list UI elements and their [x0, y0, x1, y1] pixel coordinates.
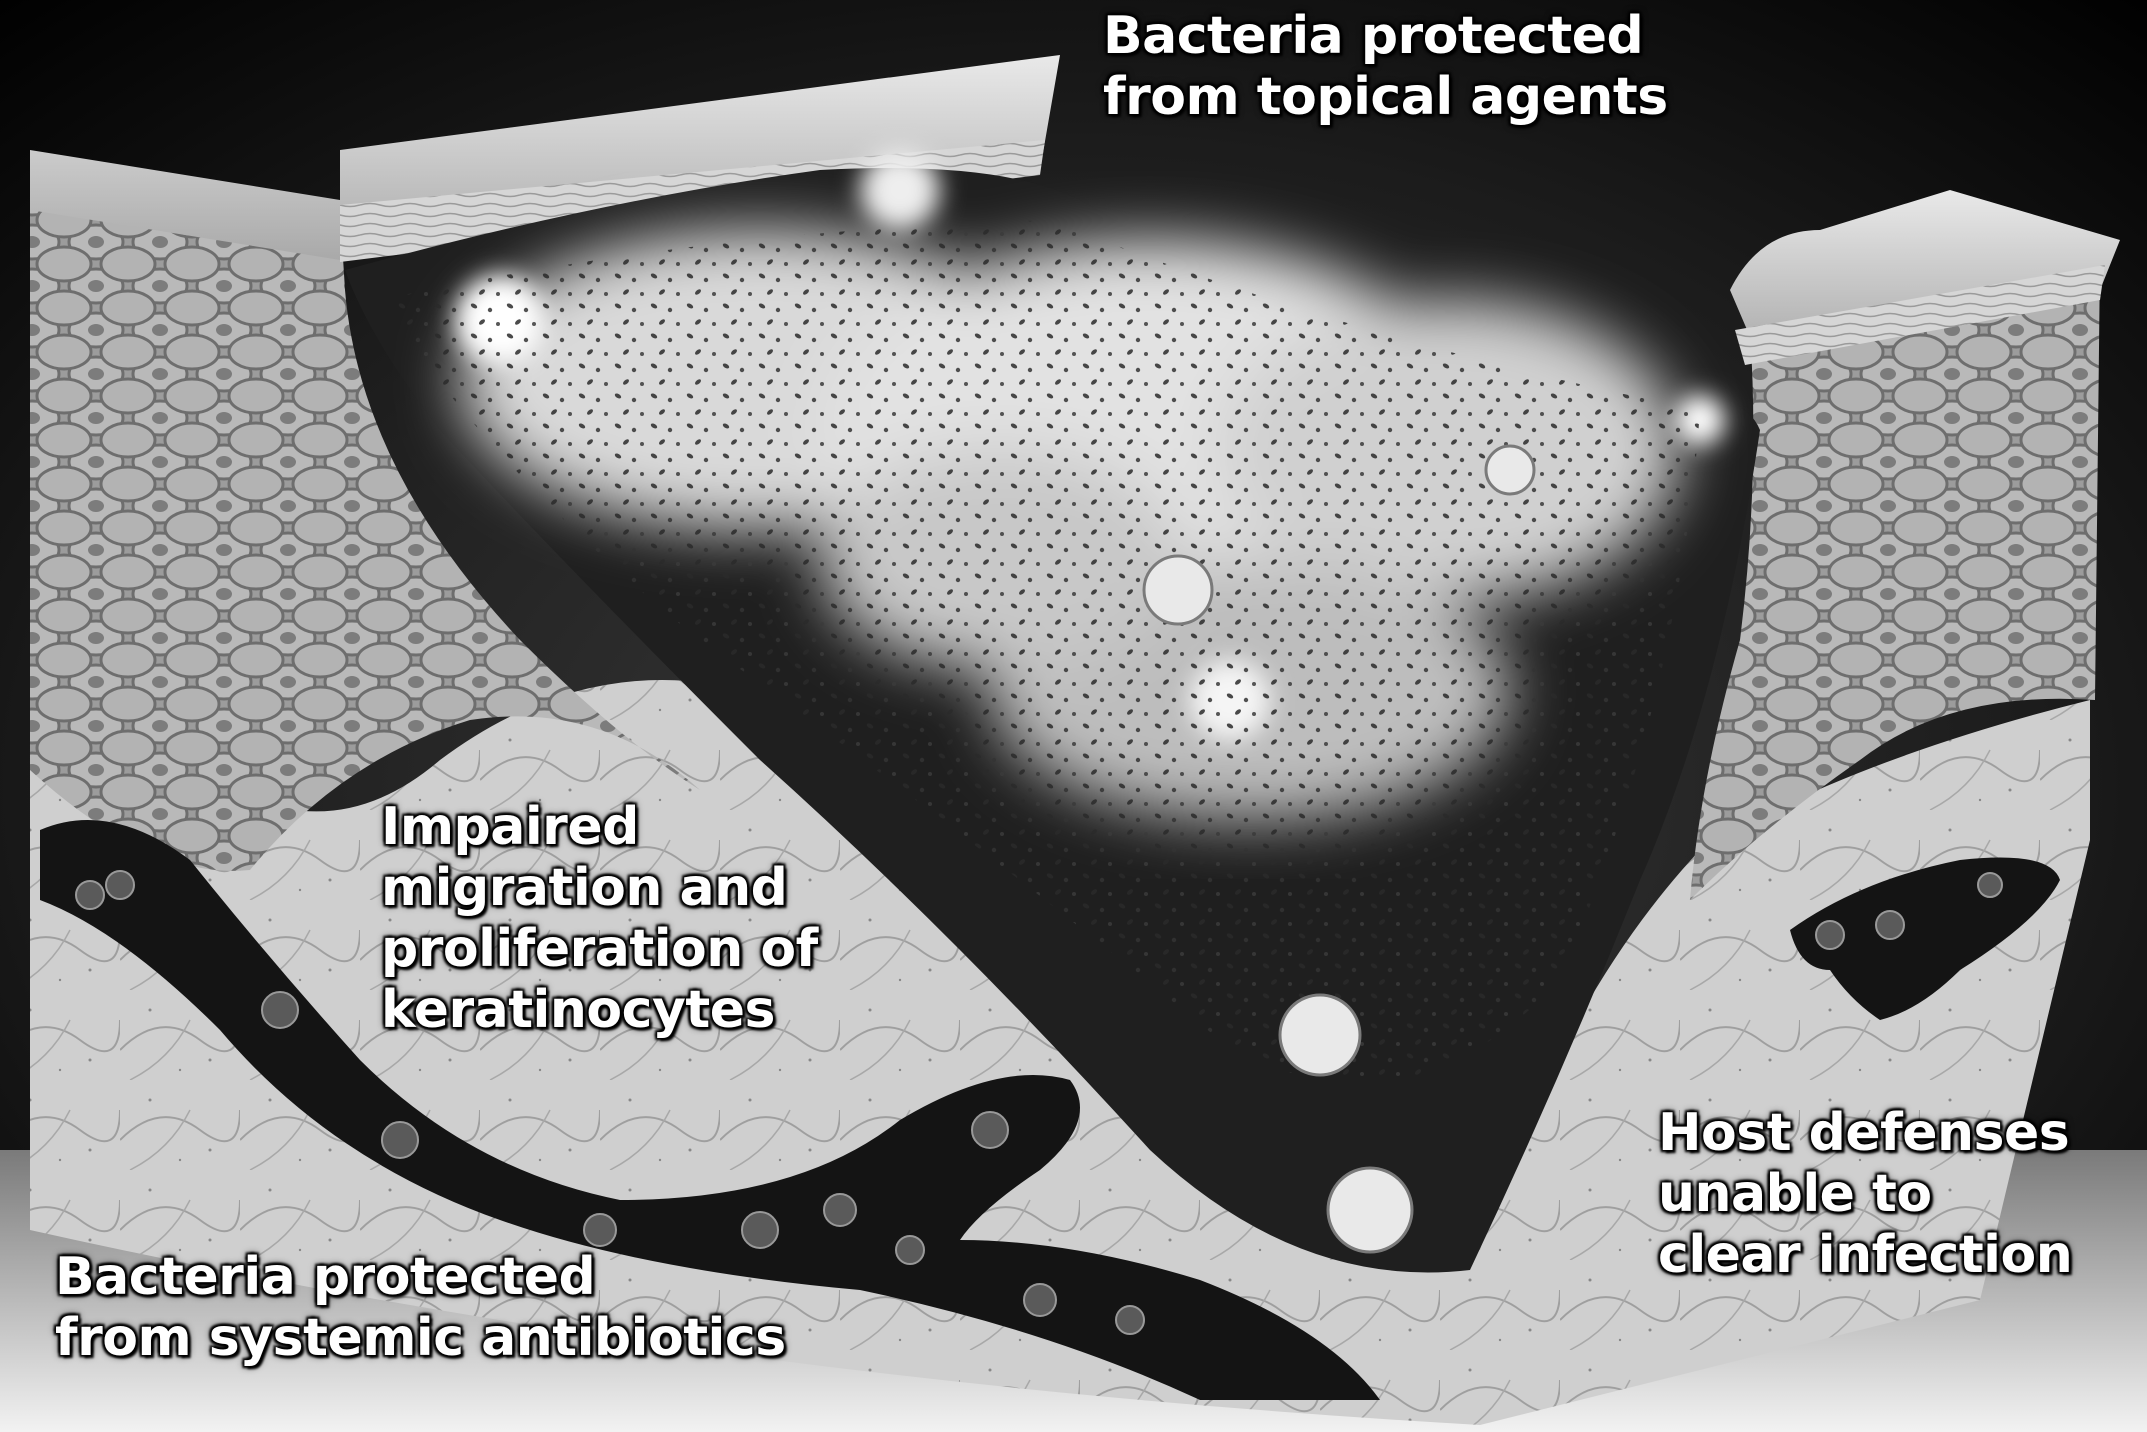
label-line: from systemic antibiotics: [55, 1308, 786, 1369]
label-bacteria-protected-systemic: Bacteria protected from systemic antibio…: [55, 1247, 786, 1369]
label-line: Bacteria protected: [55, 1247, 786, 1308]
label-line: keratinocytes: [381, 980, 818, 1041]
label-line: unable to: [1658, 1164, 2072, 1225]
label-line: proliferation of: [381, 919, 818, 980]
label-line: Impaired: [381, 797, 818, 858]
label-bacteria-protected-topical: Bacteria protected from topical agents: [1103, 6, 1668, 128]
label-line: from topical agents: [1103, 67, 1668, 128]
label-line: migration and: [381, 858, 818, 919]
label-line: Host defenses: [1658, 1103, 2072, 1164]
label-impaired-keratinocytes: Impaired migration and proliferation of …: [381, 797, 818, 1041]
label-host-defenses: Host defenses unable to clear infection: [1658, 1103, 2072, 1286]
label-line: Bacteria protected: [1103, 6, 1668, 67]
label-line: clear infection: [1658, 1225, 2072, 1286]
